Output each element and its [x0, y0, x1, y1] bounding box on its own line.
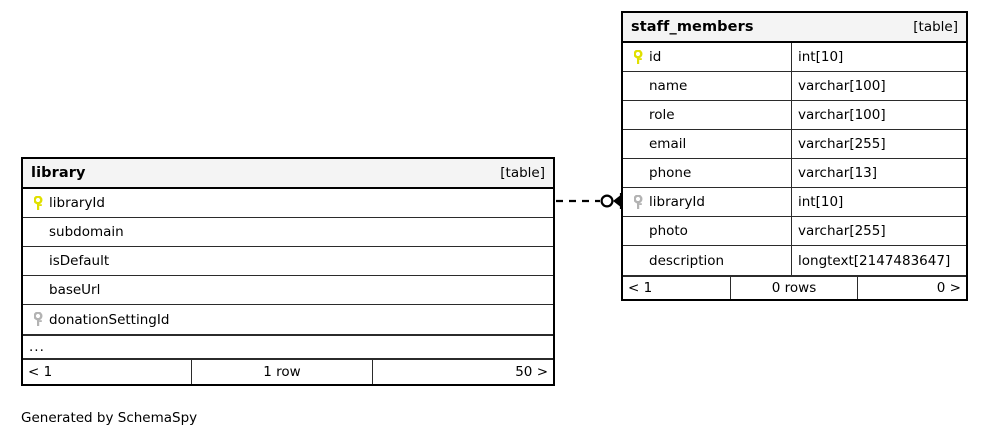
prev-page-button[interactable]: < 1: [28, 364, 53, 380]
table-row[interactable]: libraryId: [23, 189, 553, 218]
column-type-cell: varchar[13]: [791, 159, 966, 187]
column-type-cell: varchar[100]: [791, 101, 966, 129]
table-row[interactable]: id int[10]: [623, 43, 966, 72]
table-type-tag-library: [table]: [500, 165, 545, 181]
column-name-label: id: [649, 49, 662, 65]
column-name-cell: donationSettingId: [23, 305, 553, 334]
column-list-staff_members: id int[10] name varchar[100] role varcha…: [623, 43, 966, 275]
column-name-label: description: [649, 252, 725, 269]
column-type-label: longtext[2147483647]: [798, 252, 951, 269]
er-table-library[interactable]: library [table] libraryId subdomain: [21, 157, 555, 386]
column-name-cell: phone: [623, 159, 791, 187]
table-row[interactable]: baseUrl: [23, 276, 553, 305]
generator-note: Generated by SchemaSpy: [21, 410, 198, 426]
table-row[interactable]: donationSettingId: [23, 305, 553, 334]
next-page-button[interactable]: 0 >: [936, 280, 961, 296]
prev-page-button[interactable]: < 1: [628, 280, 653, 296]
next-page-button[interactable]: 50 >: [515, 364, 548, 380]
column-type-label: varchar[100]: [798, 107, 886, 123]
column-name-label: libraryId: [649, 194, 705, 210]
column-type-label: int[10]: [798, 49, 844, 65]
row-count-label: 1 row: [191, 360, 373, 384]
column-name-cell: libraryId: [623, 188, 791, 216]
column-name-cell: name: [623, 72, 791, 100]
column-name-cell: description: [623, 246, 791, 275]
column-type-cell: longtext[2147483647]: [791, 246, 966, 275]
table-row[interactable]: libraryId int[10]: [623, 188, 966, 217]
column-name-cell: libraryId: [23, 189, 553, 217]
table-footer-library: < 1 1 row 50 >: [23, 360, 553, 384]
column-type-cell: varchar[255]: [791, 130, 966, 158]
column-type-label: int[10]: [798, 194, 844, 210]
table-row[interactable]: isDefault: [23, 247, 553, 276]
column-name-cell: role: [623, 101, 791, 129]
foreign-key-icon: [29, 312, 49, 327]
column-name-label: baseUrl: [49, 282, 101, 298]
table-row[interactable]: phone varchar[13]: [623, 159, 966, 188]
table-title-library: library: [31, 165, 86, 181]
column-type-label: varchar[100]: [798, 78, 886, 94]
table-row[interactable]: name varchar[100]: [623, 72, 966, 101]
table-header-library: library [table]: [23, 159, 553, 189]
column-type-label: varchar[255]: [798, 223, 886, 239]
table-header-staff_members: staff_members [table]: [623, 13, 966, 43]
ellipsis-label: ...: [29, 339, 45, 355]
column-name-label: donationSettingId: [49, 311, 170, 328]
column-name-cell: isDefault: [23, 247, 553, 275]
column-type-label: varchar[255]: [798, 136, 886, 152]
more-columns-ellipsis[interactable]: ...: [23, 334, 553, 360]
table-row[interactable]: description longtext[2147483647]: [623, 246, 966, 275]
column-type-cell: int[10]: [791, 188, 966, 216]
table-row[interactable]: role varchar[100]: [623, 101, 966, 130]
column-name-label: photo: [649, 223, 688, 239]
column-name-label: email: [649, 136, 687, 152]
table-row[interactable]: email varchar[255]: [623, 130, 966, 159]
column-type-cell: int[10]: [791, 43, 966, 71]
column-name-cell: photo: [623, 217, 791, 245]
table-row[interactable]: subdomain: [23, 218, 553, 247]
column-type-cell: varchar[255]: [791, 217, 966, 245]
column-name-label: phone: [649, 165, 692, 181]
column-name-label: isDefault: [49, 253, 110, 269]
column-name-cell: email: [623, 130, 791, 158]
relationship-connector-library-staff_members: [556, 190, 623, 212]
column-type-cell: varchar[100]: [791, 72, 966, 100]
table-title-staff_members: staff_members: [631, 19, 754, 35]
table-footer-staff_members: < 1 0 rows 0 >: [623, 275, 966, 299]
primary-key-icon: [29, 195, 49, 211]
row-count-label: 0 rows: [730, 277, 858, 299]
column-name-label: libraryId: [49, 195, 105, 211]
foreign-key-icon: [629, 194, 649, 210]
table-row[interactable]: photo varchar[255]: [623, 217, 966, 246]
column-name-cell: id: [623, 43, 791, 71]
column-name-label: role: [649, 107, 675, 123]
column-name-cell: baseUrl: [23, 276, 553, 304]
column-name-cell: subdomain: [23, 218, 553, 246]
column-type-label: varchar[13]: [798, 165, 878, 181]
er-table-staff_members[interactable]: staff_members [table] id int[10]: [621, 11, 968, 301]
column-list-library: libraryId subdomain isDefault baseUrl: [23, 189, 553, 334]
column-name-label: subdomain: [49, 224, 124, 240]
table-type-tag-staff_members: [table]: [913, 19, 958, 35]
column-name-label: name: [649, 78, 688, 94]
primary-key-icon: [629, 49, 649, 65]
